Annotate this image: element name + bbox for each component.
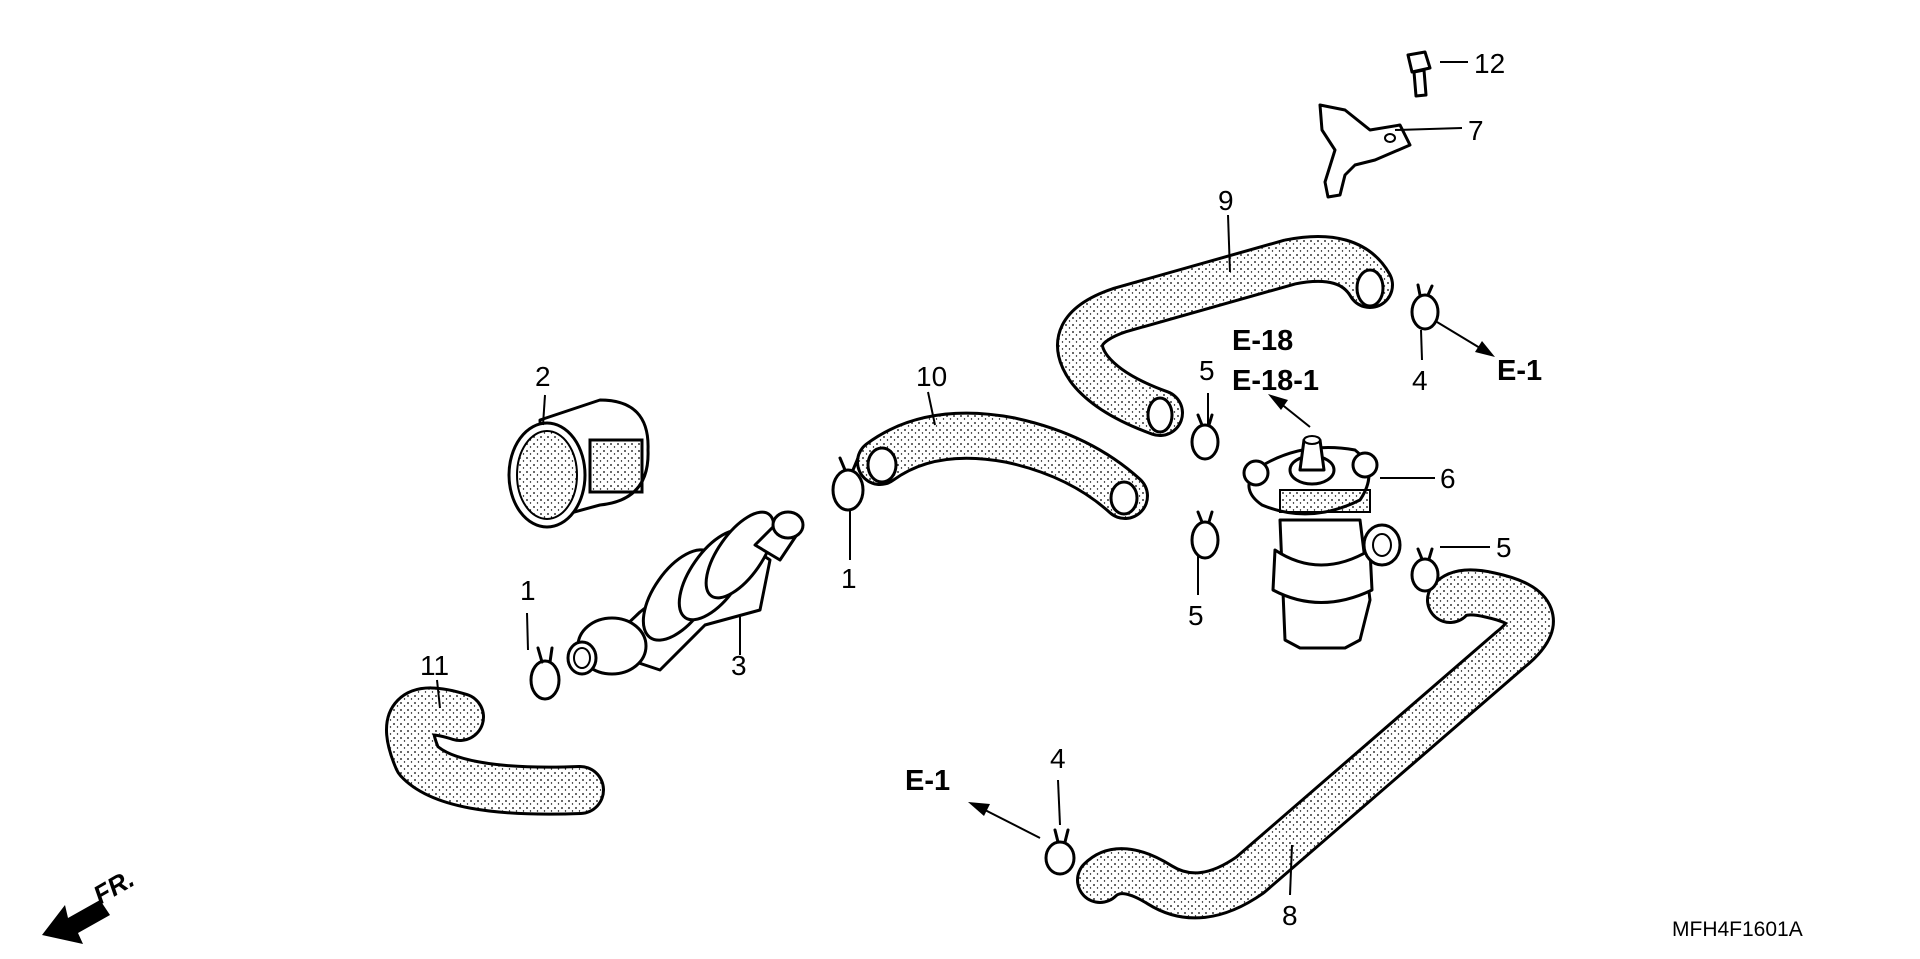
callout-3: 3	[731, 650, 747, 681]
clamp-part-4a	[1410, 283, 1440, 331]
hose-8	[1076, 568, 1555, 920]
clamp-part-5c	[1410, 547, 1440, 593]
hose-10	[856, 411, 1149, 520]
callout-8: 8	[1282, 900, 1298, 931]
leader-lines	[436, 61, 1490, 896]
callout-1b: 1	[841, 563, 857, 594]
drawing-code: MFH4F1601A	[1672, 918, 1803, 941]
callout-4a: 4	[1412, 365, 1428, 396]
ref-e1-left: E-1	[905, 765, 950, 797]
reference-labels: E-18 E-18-1 E-1 E-1	[905, 325, 1542, 797]
callout-4b: 4	[1050, 743, 1066, 774]
callout-1a: 1	[520, 575, 536, 606]
callout-11: 11	[420, 650, 449, 681]
filter-cover-part-2	[507, 398, 650, 529]
callout-2: 2	[535, 361, 551, 392]
reference-arrows	[968, 321, 1495, 839]
callout-7: 7	[1468, 115, 1484, 146]
callout-9: 9	[1218, 185, 1234, 216]
clamp-part-4b	[1044, 828, 1076, 876]
callout-5a: 5	[1199, 355, 1215, 386]
clamp-part-5a	[1190, 413, 1220, 461]
bracket-part-7	[1318, 103, 1412, 199]
callout-5c: 5	[1496, 532, 1512, 563]
air-injection-valve-part-6	[1242, 435, 1402, 650]
air-filter-part-3	[566, 510, 805, 676]
clamp-part-5b	[1190, 510, 1220, 560]
clamp-part-1b	[831, 456, 865, 512]
bolt-part-12	[1406, 50, 1432, 98]
ref-e18-1: E-18-1	[1232, 365, 1319, 397]
ref-e18: E-18	[1232, 325, 1293, 357]
callout-12: 12	[1474, 48, 1505, 79]
callout-5b: 5	[1188, 600, 1204, 631]
ref-e1-right: E-1	[1497, 355, 1542, 387]
clamp-part-1a	[529, 646, 561, 701]
callout-6: 6	[1440, 463, 1456, 494]
hose-11	[385, 686, 605, 816]
callout-10: 10	[916, 361, 947, 392]
front-direction-arrow-icon	[42, 900, 110, 944]
callout-numbers: 12 7 9 10 2 1 1 3 11 5 5 5 6 4 4 8	[420, 48, 1512, 931]
hose-9	[1056, 235, 1394, 437]
